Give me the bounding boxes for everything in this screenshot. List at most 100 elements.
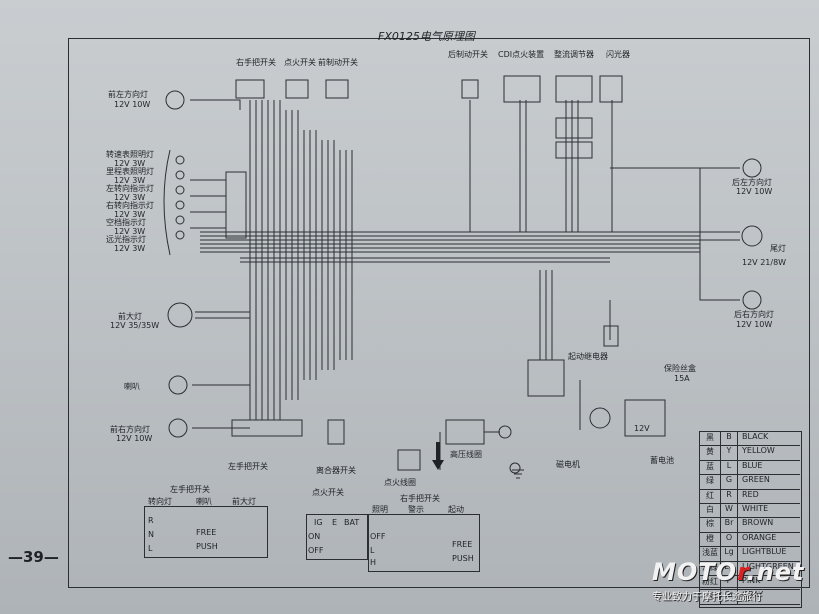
legend-code: Lg (721, 547, 738, 561)
left-switch-free: FREE (196, 528, 217, 537)
label-indicator-11: 12V 3W (114, 244, 146, 253)
label-front-left-turn-spec: 12V 10W (114, 100, 151, 109)
legend-en: LIGHTBLUE (742, 547, 787, 557)
right-switch-r0: OFF (370, 532, 386, 541)
ignition-h2: BAT (344, 518, 360, 527)
legend-code: R (721, 489, 738, 503)
left-switch-r1: N (148, 530, 154, 539)
label-horn: 喇叭 (124, 382, 140, 391)
watermark-brand-c: .net (746, 558, 805, 586)
right-switch-h1: 警示 (408, 505, 424, 514)
page-number: —39— (8, 548, 59, 566)
legend-code: Y (721, 446, 738, 460)
label-indicator-0: 转速表照明灯 (106, 150, 154, 159)
label-tail-light: 尾灯 (770, 244, 786, 253)
right-switch-r1: L (370, 546, 375, 555)
legend-en: ORANGE (742, 532, 777, 542)
label-rear-left-turn: 后左方向灯 (732, 178, 772, 187)
legend-cn: 棕 (700, 518, 721, 532)
legend-code: L (721, 460, 738, 475)
label-right-handlebar-switch: 右手把开关 (236, 58, 276, 67)
label-fuse-spec: 15A (674, 374, 690, 383)
left-switch-h1: 喇叭 (196, 497, 212, 506)
label-indicator-2: 里程表照明灯 (106, 167, 154, 176)
legend-cn: 黑 (700, 432, 721, 446)
right-switch-table (368, 514, 480, 572)
watermark-slogan: 专业致力于摩托长途旅行 (652, 592, 762, 603)
legend-cn: 白 (700, 503, 721, 518)
label-start-relay: 起动继电器 (568, 352, 608, 361)
legend-en: RED (742, 489, 759, 499)
label-front-left-turn: 前左方向灯 (108, 90, 148, 99)
label-battery: 蓄电池 (650, 456, 674, 465)
watermark-brand-a: MOTO (652, 558, 738, 586)
label-indicator-8: 空档指示灯 (106, 218, 146, 227)
legend-cn: 绿 (700, 475, 721, 489)
legend-code: B (721, 432, 738, 446)
watermark-logo: MOTOr.net (652, 558, 804, 586)
label-magneto: 磁电机 (556, 460, 580, 469)
legend-code: Lg (721, 561, 738, 575)
legend-code: W (721, 503, 738, 518)
label-indicator-6: 右转向指示灯 (106, 201, 154, 210)
color-legend (699, 431, 802, 608)
label-indicator-1: 12V 3W (114, 159, 146, 168)
label-front-brake-switch: 前制动开关 (318, 58, 358, 67)
label-battery-spec: 12V (634, 424, 650, 433)
diagram-title: FX0125电气原理图 (378, 30, 475, 43)
label-rear-right-turn: 后右方向灯 (734, 310, 774, 319)
ground-arrow-icon (432, 442, 444, 470)
label-rear-left-turn-spec: 12V 10W (736, 187, 773, 196)
left-switch-table (144, 506, 268, 558)
ignition-r1: OFF (308, 546, 324, 555)
legend-en: PINK (742, 575, 761, 585)
label-left-handlebar-switch: 左手把开关 (228, 462, 268, 471)
legend-en: GREEN (742, 475, 770, 485)
ignition-r0: ON (308, 532, 321, 541)
left-switch-h0: 转向灯 (148, 497, 172, 506)
legend-en: BLACK (742, 432, 769, 441)
label-fuse-box: 保险丝盒 (664, 364, 696, 373)
label-headlight: 前大灯 (118, 312, 142, 321)
label-front-right-turn-spec: 12V 10W (116, 434, 153, 443)
legend-cn: 蓝 (700, 460, 721, 475)
label-indicator-4: 左转向指示灯 (106, 184, 154, 193)
legend-en: YELLOW (742, 446, 775, 456)
left-switch-h2: 前大灯 (232, 497, 256, 506)
legend-code: G (721, 475, 738, 489)
label-front-right-turn: 前右方向灯 (110, 425, 150, 434)
label-cdi-ignition: CDI点火装置 (498, 50, 545, 59)
legend-cn: 粉红 (700, 575, 721, 590)
legend-en: LIGHTGREEN (742, 561, 794, 571)
legend-en: GRAY (742, 590, 764, 600)
label-right-handlebar-switch-bottom: 右手把开关 (400, 494, 440, 503)
label-indicator-5: 12V 3W (114, 193, 146, 202)
label-rear-brake-switch: 后制动开关 (448, 50, 488, 59)
legend-cn: 灰 (700, 590, 721, 604)
left-switch-title: 左手把开关 (170, 485, 210, 494)
legend-cn: 浅蓝 (700, 547, 721, 561)
label-indicator-3: 12V 3W (114, 176, 146, 185)
label-indicator-9: 12V 3W (114, 227, 146, 236)
label-ignition-switch-bottom: 点火开关 (312, 488, 344, 497)
label-regulator: 整流调节器 (554, 50, 594, 59)
legend-cn: 浅绿 (700, 561, 721, 575)
legend-cn: 红 (700, 489, 721, 503)
left-switch-push: PUSH (196, 542, 218, 551)
legend-cn: 橙 (700, 532, 721, 547)
legend-code: Gr (721, 590, 738, 604)
ignition-switch-table (306, 514, 368, 560)
